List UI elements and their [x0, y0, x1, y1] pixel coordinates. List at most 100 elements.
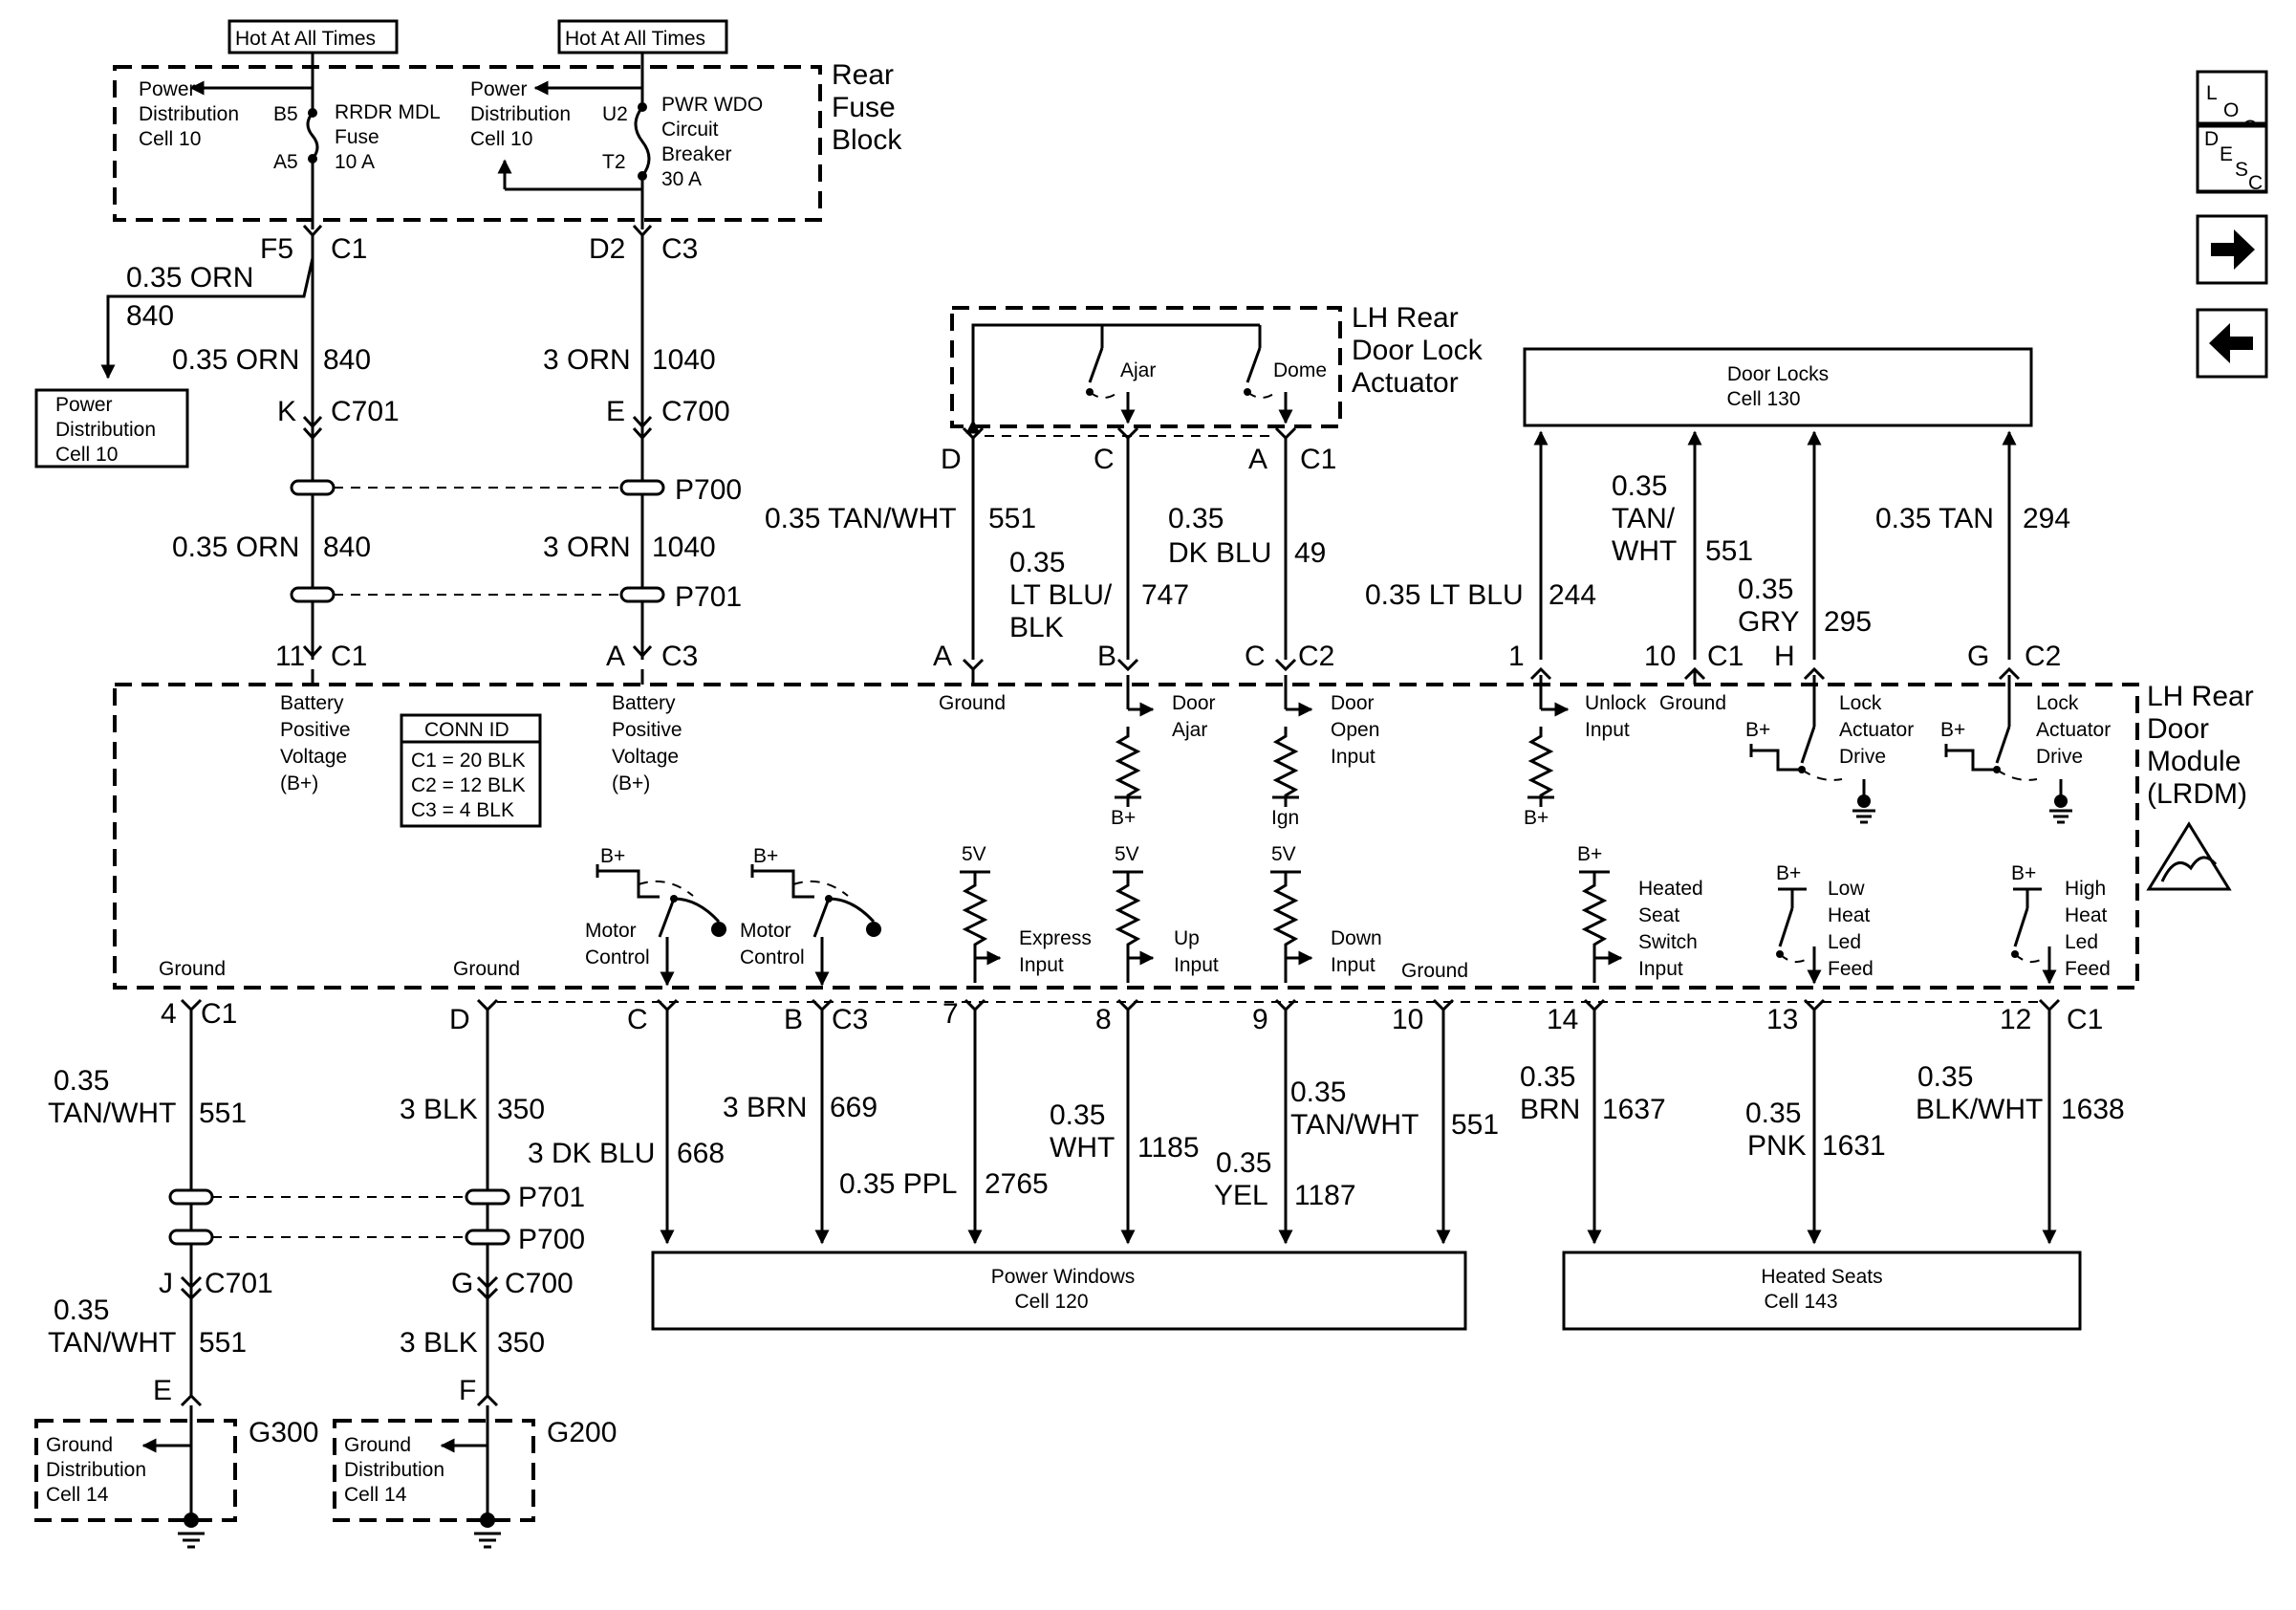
circuit-breaker-icon	[634, 106, 651, 177]
bot-pin-8: 8	[1095, 1004, 1112, 1035]
bpv-left-1: Battery	[280, 692, 344, 714]
dome-label: Dome	[1273, 359, 1327, 381]
power-windows-title: Power Windows	[991, 1266, 1136, 1288]
bpv-right-3: Voltage	[612, 746, 679, 768]
bw-1631-size-2: PNK	[1747, 1130, 1807, 1162]
bw-350-circ: 350	[497, 1094, 545, 1125]
prev-page-button[interactable]	[2196, 308, 2268, 379]
breaker-device-2: Circuit	[661, 119, 719, 141]
ground-top-10: Ground	[1659, 692, 1726, 714]
wire-1040-size: 3 ORN	[543, 344, 631, 376]
bot-pin-7: 7	[942, 998, 959, 1030]
act-wire-551-circ: 551	[988, 503, 1036, 534]
breaker-device-4: 30 A	[661, 168, 702, 190]
desc-letter-4: C	[2248, 172, 2263, 194]
act-wire-747-size-1: 0.35	[1009, 547, 1065, 578]
loc-letter-2: O	[2223, 99, 2239, 121]
high-heat-4: Feed	[2065, 958, 2111, 980]
bw-1638-size-1: 0.35	[1917, 1061, 1973, 1093]
bw-350-size: 3 BLK	[400, 1094, 478, 1125]
bot-pin-c: C	[627, 1004, 648, 1035]
pd-box-1: Power	[55, 394, 113, 416]
bpv-right-2: Positive	[612, 719, 682, 741]
low-heat-1: Low	[1828, 878, 1865, 900]
desc-box[interactable]: D E S C	[2196, 124, 2268, 194]
lower-pin-j: J	[159, 1268, 173, 1299]
dl-wire-551-circ: 551	[1705, 535, 1753, 567]
down-2: Input	[1331, 954, 1375, 976]
door-locks-block: Door Locks Cell 130 0.35 LT BLU 244 0.35…	[1365, 347, 2070, 660]
wire-840-circ-2: 840	[323, 532, 371, 563]
fuse-pin-b5: B5	[273, 103, 298, 125]
mod-pin-g: G	[1967, 641, 1989, 672]
next-page-button[interactable]	[2196, 214, 2268, 285]
lock-g-3: Drive	[2036, 746, 2083, 768]
dl-wire-551-size-1: 0.35	[1612, 470, 1667, 502]
down-1: Down	[1331, 927, 1382, 949]
fivev-down: 5V	[1271, 843, 1296, 865]
power-windows-block: Power Windows Cell 120	[651, 1251, 1467, 1331]
ajar-label: Ajar	[1120, 359, 1156, 381]
bw-551-circ: 551	[199, 1098, 247, 1129]
bw-669-size: 3 BRN	[723, 1092, 807, 1123]
bw-2765-size: 0.35 PPL	[839, 1168, 957, 1200]
fuse-device-3: 10 A	[335, 151, 375, 173]
fuse-device-1: RRDR MDL	[335, 101, 441, 123]
lower-pin-g: G	[451, 1268, 473, 1299]
module-title-4: (LRDM)	[2147, 778, 2247, 810]
door-open-2: Open	[1331, 719, 1379, 741]
gnd-box-1-3: Cell 14	[46, 1484, 109, 1506]
desc-letter-1: D	[2204, 128, 2219, 150]
pin-k: K	[277, 396, 296, 427]
lower-left-grounds: P701 P700 J C701 G C700 0.35 TAN/WHT 551…	[34, 1182, 617, 1549]
lower-conn-c700: C700	[505, 1268, 574, 1299]
conn-id-row-1: C1 = 20 BLK	[411, 750, 526, 772]
low-heat-4: Feed	[1828, 958, 1874, 980]
p701-lower-label: P701	[518, 1182, 585, 1213]
bpv-left-4: (B+)	[280, 772, 318, 794]
ground-icon	[2054, 794, 2068, 808]
heated-seats-cell: Cell 143	[1764, 1291, 1837, 1313]
door-open-3: Input	[1331, 746, 1375, 768]
ground-top-a: Ground	[939, 692, 1006, 714]
heated-seats-block: Heated Seats Cell 143	[1562, 1251, 2082, 1331]
breaker-pin-u2: U2	[602, 103, 628, 125]
breaker-dist-2: Distribution	[470, 103, 571, 125]
fuse-block-title-1: Rear	[832, 59, 894, 91]
door-lock-actuator: LH Rear Door Lock Actuator Ajar Dome D C…	[765, 302, 1484, 660]
bw-2765-circ: 2765	[985, 1168, 1049, 1200]
esd-warning-icon	[2146, 821, 2232, 891]
wire-840-size: 0.35 ORN	[172, 344, 299, 376]
lock-h-2: Actuator	[1839, 719, 1914, 741]
door-ajar-1: Door	[1172, 692, 1216, 714]
lock-h-3: Drive	[1839, 746, 1886, 768]
power-windows-cell: Cell 120	[1014, 1291, 1088, 1313]
bw-551b-size-1: 0.35	[1290, 1077, 1346, 1108]
bplus-lock-h: B+	[1745, 719, 1770, 741]
bw-669-circ: 669	[830, 1092, 877, 1123]
branch-wire-size: 0.35 ORN	[126, 262, 253, 294]
splice-p701-lower	[168, 1188, 510, 1206]
bw-1185-circ: 1185	[1137, 1132, 1200, 1164]
fuse-device-2: Fuse	[335, 126, 379, 148]
conn-c1-top: C1	[331, 233, 367, 265]
breaker-device-3: Breaker	[661, 143, 732, 165]
heated-sw-2: Seat	[1638, 904, 1679, 926]
ground-pin-4: Ground	[159, 958, 226, 980]
rear-fuse-block: Hot At All Times Hot At All Times Rear F…	[113, 19, 902, 229]
lower-pin-f: F	[459, 1375, 476, 1406]
conn-c1-mod: C1	[331, 641, 367, 672]
ign-label: Ign	[1271, 807, 1299, 829]
mod-conn-c1-right: C1	[1707, 641, 1744, 672]
bpv-left-2: Positive	[280, 719, 351, 741]
lower-wire-350-size: 3 BLK	[400, 1327, 478, 1359]
conn-id-title: CONN ID	[424, 719, 509, 741]
hot-label-left: Hot At All Times	[235, 28, 376, 50]
mod-conn-c2-left: C2	[1298, 641, 1334, 672]
bplus-door-ajar: B+	[1111, 807, 1136, 829]
ground-pin-10: Ground	[1401, 960, 1468, 982]
breaker-device-1: PWR WDO	[661, 94, 763, 116]
act-pin-a: A	[1248, 444, 1267, 475]
fuse-dist-left-3: Cell 10	[139, 128, 201, 150]
